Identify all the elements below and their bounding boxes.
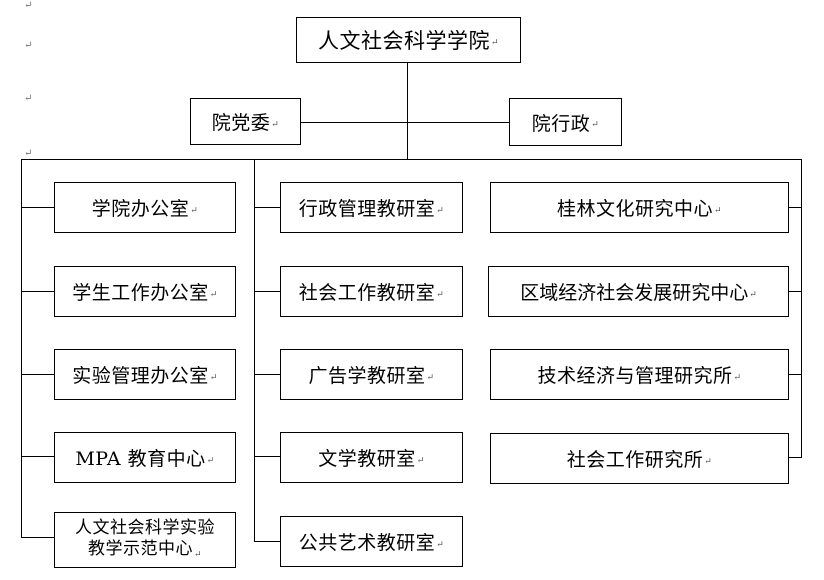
org-node-middle: 广告学教研室↵ xyxy=(280,349,463,400)
paragraph-mark: ↵ xyxy=(24,93,33,104)
org-node-left: 人文社会科学实验 教学示范中心↵ xyxy=(54,512,236,568)
org-node-left: MPA 教育中心↵ xyxy=(54,432,236,483)
org-node-label: 学院办公室 xyxy=(91,198,190,220)
org-node-left: 实验管理办公室↵ xyxy=(54,349,236,400)
org-node-label: 人文社会科学实验 xyxy=(75,517,215,538)
org-node-label: 公共艺术教研室 xyxy=(298,532,436,554)
org-node-right: 社会工作研究所↵ xyxy=(490,433,789,484)
paragraph-mark: ↵ xyxy=(24,0,33,11)
paragraph-mark: ↵ xyxy=(24,40,33,51)
org-node-label: MPA 教育中心 xyxy=(75,448,206,470)
paragraph-mark: ↵ xyxy=(24,148,33,159)
org-node-root: 人文社会科学学院↵ xyxy=(296,17,521,63)
org-node-right: 区域经济社会发展研究中心↵ xyxy=(488,266,789,317)
return-mark: ↵ xyxy=(206,455,215,466)
return-mark: ↵ xyxy=(190,205,199,216)
org-node-label: 广告学教研室 xyxy=(308,365,426,387)
return-mark: ↵ xyxy=(271,119,280,130)
org-node-label: 社会工作研究所 xyxy=(566,449,704,471)
return-mark: ↵ xyxy=(193,549,203,560)
org-node-middle: 社会工作教研室↵ xyxy=(280,266,463,317)
org-node-label: 院党委 xyxy=(211,112,271,134)
org-node-party: 院党委↵ xyxy=(190,98,301,145)
org-node-admin: 院行政↵ xyxy=(509,98,622,146)
org-node-right: 技术经济与管理研究所↵ xyxy=(490,349,789,400)
return-mark: ↵ xyxy=(733,372,742,383)
org-node-middle: 行政管理教研室↵ xyxy=(280,182,463,233)
org-node-middle: 文学教研室↵ xyxy=(280,432,463,483)
org-node-label: 社会工作教研室 xyxy=(298,282,436,304)
org-node-label: 行政管理教研室 xyxy=(298,198,436,220)
org-node-left: 学生工作办公室↵ xyxy=(54,266,236,317)
return-mark: ↵ xyxy=(436,205,445,216)
org-node-middle: 公共艺术教研室↵ xyxy=(280,516,463,567)
org-node-left: 学院办公室↵ xyxy=(54,182,236,233)
org-node-label: 实验管理办公室 xyxy=(72,365,209,387)
return-mark: ↵ xyxy=(591,120,600,130)
org-node-label: 文学教研室 xyxy=(318,448,416,470)
org-node-label: 桂林文化研究中心 xyxy=(556,198,713,220)
return-mark: ↵ xyxy=(436,539,445,550)
return-mark: ↵ xyxy=(704,456,713,467)
return-mark: ↵ xyxy=(416,455,425,466)
org-node-right: 桂林文化研究中心↵ xyxy=(490,182,789,233)
return-mark: ↵ xyxy=(436,289,445,300)
return-mark: ↵ xyxy=(490,38,500,48)
org-node-label: 教学示范中心 xyxy=(87,538,193,559)
return-mark: ↵ xyxy=(713,205,723,216)
return-mark: ↵ xyxy=(209,289,218,300)
return-mark: ↵ xyxy=(426,372,435,383)
org-node-label: 院行政 xyxy=(531,112,591,135)
org-node-label: 人文社会科学学院 xyxy=(317,29,490,53)
org-node-label: 区域经济社会发展研究中心 xyxy=(520,282,749,304)
org-node-label: 学生工作办公室 xyxy=(72,282,209,304)
return-mark: ↵ xyxy=(209,372,218,383)
org-node-label: 技术经济与管理研究所 xyxy=(537,365,733,387)
return-mark: ↵ xyxy=(749,289,757,300)
